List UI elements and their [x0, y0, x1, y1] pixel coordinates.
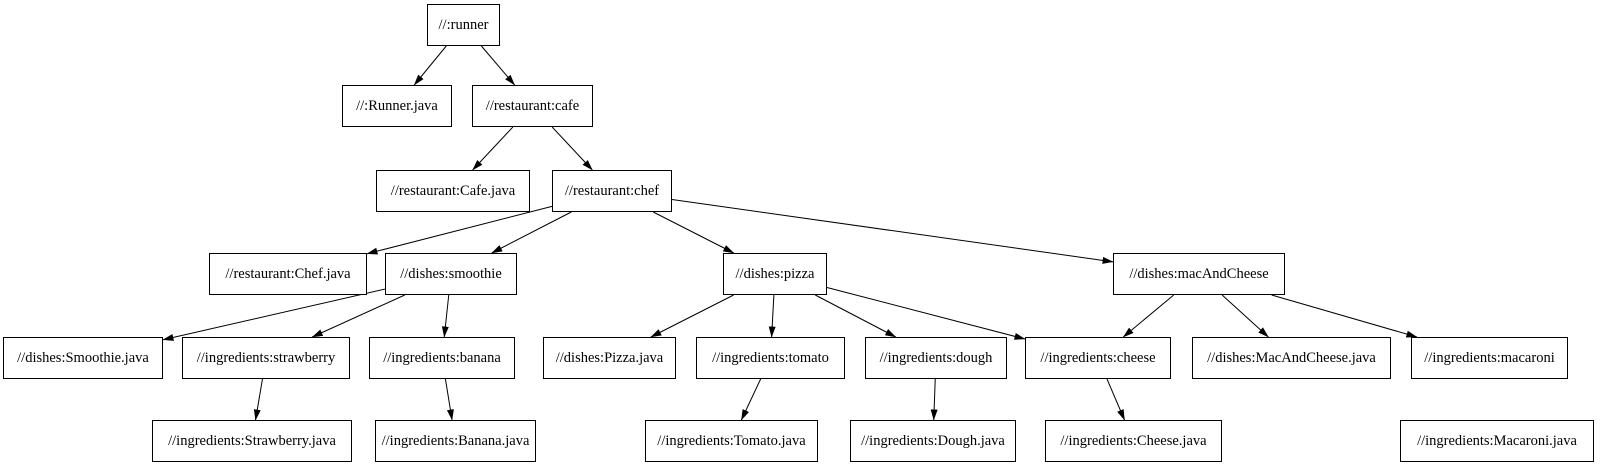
edge-macandcheese-to-cheese: [1122, 294, 1175, 338]
graph-node-label: //dishes:MacAndCheese.java: [1207, 349, 1376, 366]
edge-macandcheese-to-macandcheese_java: [1221, 294, 1269, 338]
edge-strawberry-to-strawberry_java: [253, 378, 263, 421]
graph-node-label: //dishes:smoothie: [400, 265, 502, 282]
graph-node-smoothie_java: //dishes:Smoothie.java: [3, 337, 163, 379]
graph-node-label: //ingredients:macaroni: [1424, 349, 1555, 366]
edge-smoothie-to-smoothie_java: [162, 288, 386, 341]
graph-node-label: //ingredients:Macaroni.java: [1417, 432, 1577, 449]
graph-node-label: //ingredients:cheese: [1040, 349, 1156, 366]
graph-node-label: //dishes:pizza: [735, 265, 815, 282]
edge-cafe-to-cafe_java: [472, 126, 514, 171]
graph-node-label: //ingredients:tomato: [712, 349, 829, 366]
graph-node-label: //restaurant:chef: [564, 182, 660, 199]
graph-node-label: //restaurant:cafe: [485, 97, 580, 114]
edge-pizza-to-tomato: [768, 294, 776, 338]
edge-chef-to-pizza: [653, 211, 735, 254]
graph-node-macaroni_java: //ingredients:Macaroni.java: [1400, 420, 1594, 462]
graph-node-label: //:runner: [438, 16, 489, 33]
graph-node-label: //ingredients:Tomato.java: [657, 432, 806, 449]
graph-node-label: //restaurant:Chef.java: [225, 265, 351, 282]
graph-node-label: //ingredients:Dough.java: [861, 432, 1005, 449]
graph-node-label: //dishes:Smoothie.java: [17, 349, 149, 366]
graph-node-cafe: //restaurant:cafe: [472, 85, 593, 127]
graph-node-strawberry_java: //ingredients:Strawberry.java: [152, 420, 352, 462]
edge-pizza-to-dough: [815, 294, 897, 338]
graph-node-label: //dishes:macAndCheese: [1129, 265, 1269, 282]
edge-macandcheese-to-macaroni: [1271, 294, 1418, 338]
graph-node-label: //dishes:Pizza.java: [555, 349, 664, 366]
edge-banana-to-banana_java: [444, 378, 454, 421]
graph-node-dough: //ingredients:dough: [865, 337, 1007, 379]
graph-node-smoothie: //dishes:smoothie: [385, 253, 517, 295]
graph-node-label: //:Runner.java: [356, 97, 438, 114]
graph-node-macandcheese_java: //dishes:MacAndCheese.java: [1192, 337, 1391, 379]
graph-node-tomato_java: //ingredients:Tomato.java: [645, 420, 818, 462]
edge-pizza-to-pizza_java: [650, 294, 734, 338]
graph-node-macandcheese: //dishes:macAndCheese: [1113, 253, 1285, 295]
graph-node-label: //ingredients:Cheese.java: [1060, 432, 1207, 449]
graph-node-label: //ingredients:Strawberry.java: [168, 432, 336, 449]
graph-node-pizza_java: //dishes:Pizza.java: [543, 337, 676, 379]
graph-node-label: //restaurant:Cafe.java: [390, 182, 516, 199]
edge-pizza-to-cheese: [826, 287, 1026, 340]
graph-node-tomato: //ingredients:tomato: [696, 337, 845, 379]
graph-node-cheese_java: //ingredients:Cheese.java: [1045, 420, 1222, 462]
edge-chef-to-chef_java: [366, 205, 553, 255]
graph-node-macaroni: //ingredients:macaroni: [1411, 337, 1568, 379]
graph-node-label: //ingredients:banana: [383, 349, 501, 366]
graph-node-chef_java: //restaurant:Chef.java: [209, 253, 367, 295]
edge-runner-to-cafe: [481, 45, 515, 86]
graph-node-banana_java: //ingredients:Banana.java: [375, 420, 536, 462]
edge-runner-to-runner_java: [413, 45, 447, 86]
graph-node-cafe_java: //restaurant:Cafe.java: [376, 170, 530, 212]
graph-node-cheese: //ingredients:cheese: [1025, 337, 1171, 379]
edge-cheese-to-cheese_java: [1106, 378, 1125, 421]
graph-node-label: //ingredients:dough: [879, 349, 993, 366]
graph-node-runner: //:runner: [427, 4, 500, 46]
edge-chef-to-macandcheese: [671, 198, 1114, 264]
edge-chef-to-smoothie: [491, 211, 572, 254]
edge-smoothie-to-banana: [441, 294, 450, 338]
edge-dough-to-dough_java: [930, 378, 938, 421]
edge-smoothie-to-strawberry: [311, 294, 405, 338]
graph-node-label: //ingredients:strawberry: [196, 349, 336, 366]
graph-node-pizza: //dishes:pizza: [723, 253, 827, 295]
graph-node-dough_java: //ingredients:Dough.java: [850, 420, 1016, 462]
edge-tomato-to-tomato_java: [740, 378, 762, 421]
graph-node-label: //ingredients:Banana.java: [381, 432, 530, 449]
graph-node-banana: //ingredients:banana: [369, 337, 515, 379]
graph-node-chef: //restaurant:chef: [552, 170, 672, 212]
edge-cafe-to-chef: [551, 126, 593, 171]
graph-node-runner_java: //:Runner.java: [342, 85, 452, 127]
graph-node-strawberry: //ingredients:strawberry: [182, 337, 350, 379]
